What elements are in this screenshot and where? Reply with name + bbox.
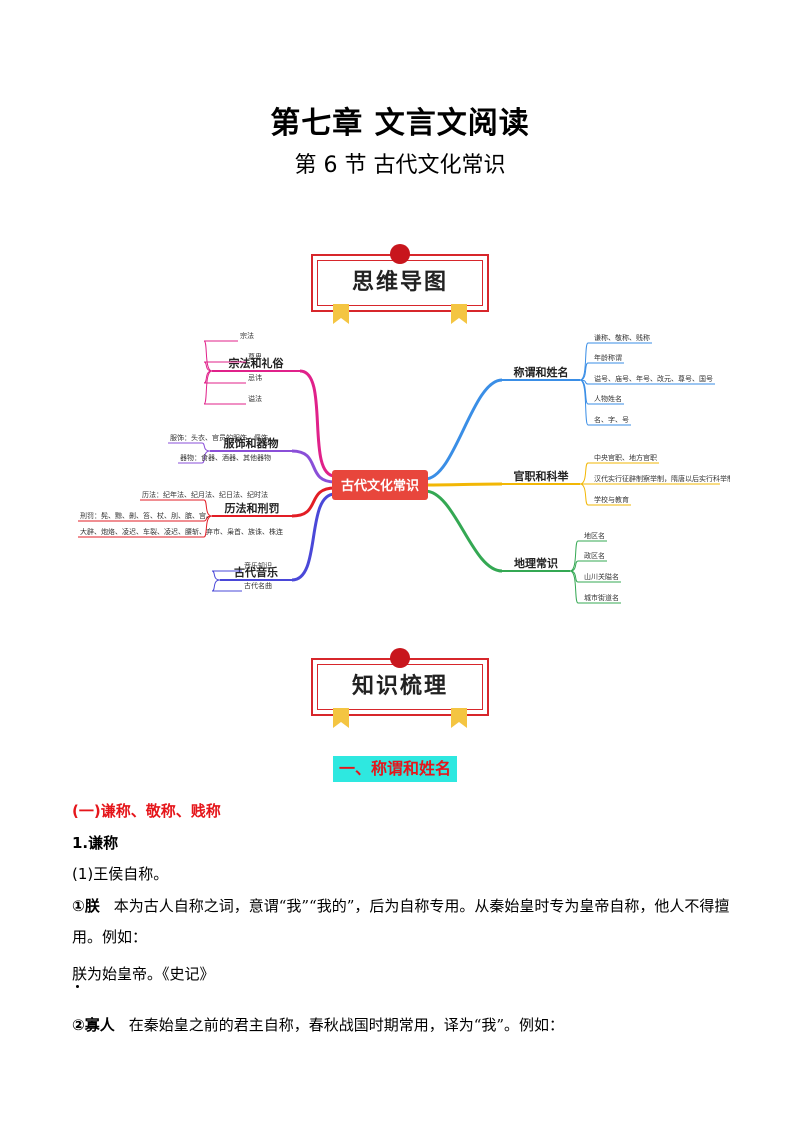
branch-line [291,449,336,484]
leaf-link [579,342,589,381]
ribbon-right [451,304,467,324]
knowledge-banner-text: 知识梳理 [351,674,448,699]
leaf-label: 地区名 [584,531,605,540]
entry-2-text: 在秦始皇之前的君主自称，春秋战国时期常用，译为“我”。例如： [128,1016,565,1034]
center-node [332,470,428,500]
banner-dot [390,648,410,668]
example-1: 朕为始皇帝。《史记》 [72,963,215,985]
leaf-link [579,379,589,426]
branch-label: 历法和刑罚 [225,501,280,515]
emphasis-dot [76,985,79,988]
leaf-link [579,462,589,485]
leaf-label: 服饰：头衣、官员的服饰、佩饰 [170,433,268,442]
knowledge-banner: 知识梳理 [311,648,489,728]
branch-label: 地理常识 [514,556,558,570]
leaf-label: 器物：食器、酒器、其他器物 [180,453,271,462]
leaf-label: 政区名 [584,551,605,560]
entry-1-text: 本为古人自称之词，意谓“我”“我的”，后为自称专用。从秦始皇时专为皇帝自称，他人… [72,897,730,946]
ribbon-left [333,708,349,728]
leaf-label: 人物姓名 [594,394,622,403]
leaf-link [201,442,211,452]
leaf-label: 音乐知识 [244,561,272,570]
leaf-label: 刑罚：髡、黥、劓、笞、杖、刖、膑、宫、 [80,511,213,520]
leaf-link [203,515,213,538]
leaf-label: 山川关隘名 [584,572,619,581]
branch-label: 古代音乐 [234,565,278,579]
banner-dot [390,244,410,264]
leaf-label: 谥法 [248,394,262,403]
leaf-label: 忌讳 [248,373,262,382]
chapter-title: 第七章 文言文阅读 [270,106,530,141]
leaf-label: 城市街道名 [584,593,619,602]
branch-label: 称谓和姓名 [514,365,569,379]
leaf-link [579,483,589,506]
leaf-link [203,340,213,372]
branch-line [424,489,503,573]
leaf-label: 中央官职、地方官职 [594,453,657,462]
branch-line [299,369,336,478]
mindmap-banner-text: 思维导图 [351,270,448,295]
leaf-link [203,499,213,517]
item-1-1: (1)王侯自称。 [72,865,169,883]
branch-line [424,482,503,487]
branch-line [291,486,336,518]
example-1-text: 朕为始皇帝。 [72,965,163,983]
leaf-label: 古代名曲 [244,581,272,590]
section-title: 第 6 节 古代文化常识 [294,153,506,178]
mindmap-banner: 思维导图 [311,244,489,324]
leaf-label: 历法：纪年法、纪月法、纪日法、纪时法 [142,490,268,499]
branch-line [291,492,336,582]
leaf-label: 尊卑 [248,352,262,361]
mind-map: 宗法和礼俗 宗法尊卑忌讳谥法服饰和器物服饰：头衣、官员的服饰、佩饰器物：食器、酒器… [78,331,730,604]
subheading: (一)谦称、敬称、贱称 [72,802,221,820]
heading-one: 一、称谓和姓名 [333,756,458,782]
leaf-link [203,370,213,405]
leaf-label: 汉代实行征辟制察举制，隋唐以后实行科举制 [594,474,730,483]
leaf-label: 大辟、炮烙、凌迟、车裂、凌迟、腰斩、弃市、枭首、族诛、株连 [80,527,283,536]
leaf-link [569,540,579,572]
ribbon-right [451,708,467,728]
leaf-label: 学校与教育 [594,495,629,504]
branch-label: 服饰和器物 [224,436,279,450]
branch-label: 宗法和礼俗 [229,356,285,370]
leaf-label: 谥号、庙号、年号、改元、尊号、国号 [594,374,713,383]
entry-1-term: ①朕 [72,897,100,915]
leaf-link [579,362,589,381]
entry-2-term: ②寡人 [72,1016,115,1034]
entry-1: ①朕本为古人自称之词，意谓“我”“我的”，后为自称专用。从秦始皇时专为皇帝自称，… [72,891,740,953]
leaf-link [211,579,221,592]
entry-2: ②寡人在秦始皇之前的君主自称，春秋战国时期常用，译为“我”。例如： [72,1010,740,1041]
ribbon-left [333,304,349,324]
leaf-label: 宗法 [240,331,254,340]
example-1-source: 《史记》 [162,965,215,983]
leaf-link [211,570,221,581]
leaf-link [201,450,211,464]
leaf-label: 名、字、号 [594,415,629,424]
leaf-label: 年龄称谓 [594,353,622,362]
branch-label: 官职和科举 [514,469,570,483]
leaf-label: 谦称、敬称、贱称 [594,333,650,342]
center-node-label: 古代文化常识 [341,478,419,494]
item-1: 1.谦称 [72,834,119,852]
leaf-link [569,570,579,604]
branch-line [424,378,503,481]
